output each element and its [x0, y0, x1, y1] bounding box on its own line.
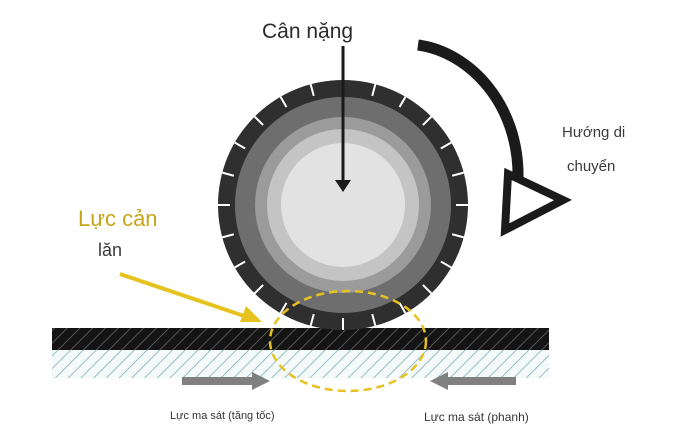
contact-patch-ellipse: [268, 289, 428, 393]
tread-notch: [222, 171, 235, 177]
tread-notch: [279, 96, 288, 108]
rolling-resistance-arrow: [119, 272, 262, 322]
tread-notch: [234, 141, 246, 150]
rolling-resistance-label-line2: lăn: [98, 240, 123, 260]
friction-accelerating-label: Lực ma sát (tăng tốc): [170, 410, 275, 422]
tire-hub: [281, 143, 405, 267]
tread-notch: [234, 260, 246, 269]
tread-notch: [309, 84, 315, 97]
weight-arrow: [335, 46, 351, 192]
tread-notch: [222, 233, 235, 239]
road-surface: [52, 328, 549, 350]
motion-direction-label-line1: Hướng di: [562, 124, 626, 141]
tread-notch: [309, 313, 315, 326]
tread-notch: [279, 302, 288, 314]
tread-notch: [253, 115, 264, 126]
friction-arrow-left: [430, 372, 516, 390]
friction-arrow-right: [182, 372, 270, 390]
tread-notch: [451, 233, 464, 239]
tire: [218, 80, 468, 330]
weight-label: Cân nặng: [262, 20, 354, 43]
tread-notch: [398, 96, 407, 108]
tread-notch: [422, 115, 433, 126]
ground-hatch: [52, 350, 549, 378]
tread-notch: [398, 302, 407, 314]
tread-notch: [371, 313, 377, 326]
tread-notch: [440, 260, 452, 269]
tread-notch: [371, 84, 377, 97]
tread-notch: [451, 171, 464, 177]
friction-braking-label: Lực ma sát (phanh): [424, 410, 529, 424]
rolling-resistance-label-line1: Lực cản: [78, 206, 158, 231]
motion-direction-arrow: [417, 39, 573, 237]
motion-direction-label-line2: chuyển: [567, 158, 616, 175]
tread-notch: [440, 141, 452, 150]
tread-notch: [253, 284, 264, 295]
tread-notch: [422, 284, 433, 295]
